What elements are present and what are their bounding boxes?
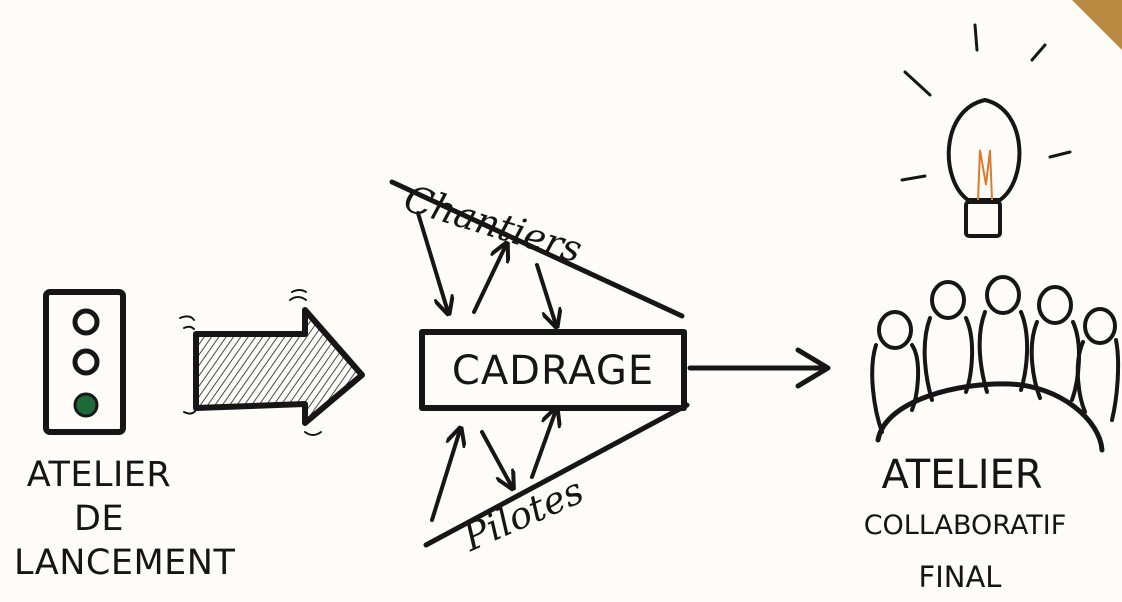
arrow-down-1 — [416, 211, 448, 312]
right-label-line2: COLLABORATIF — [863, 510, 1067, 541]
left-label-line1: ATELIER — [26, 455, 172, 495]
right-label-line1: ATELIER — [881, 452, 1043, 498]
cadrage-label: CADRAGE — [451, 348, 655, 394]
left-label-line3: LANCEMENT — [14, 543, 236, 583]
left-label: ATELIER DE LANCEMENT — [14, 455, 236, 590]
arrow-up-3 — [530, 410, 556, 479]
left-label-line2: DE — [73, 499, 125, 539]
cadrage-box — [419, 329, 687, 411]
traffic-light-icon — [43, 289, 126, 435]
paper-corner — [1072, 0, 1122, 50]
top-branch-line — [389, 179, 685, 319]
group-of-people-icon — [870, 275, 1121, 453]
light-bulb-icon — [900, 23, 1072, 238]
arrow-up-2 — [430, 430, 460, 522]
arrow-down-3 — [480, 430, 512, 487]
output-arrow — [687, 347, 831, 389]
hatched-arrow-icon — [179, 289, 365, 436]
arrow-up-1 — [472, 245, 506, 314]
bottom-branch-line — [423, 402, 690, 548]
right-label-line3: FINAL — [918, 560, 1002, 594]
arrow-down-2 — [535, 263, 556, 325]
